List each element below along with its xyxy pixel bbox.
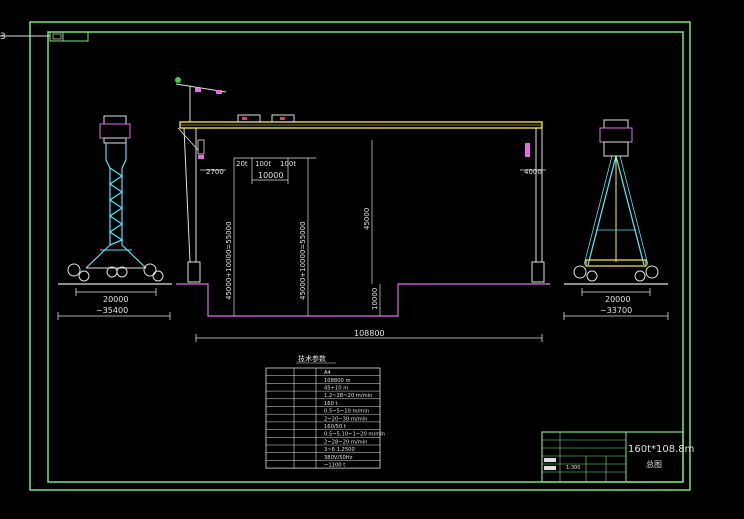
right-leg-offset-label: 4000 [524, 168, 542, 176]
params-table-frame [265, 367, 381, 469]
height-3-label: 45000 [363, 208, 371, 230]
height-2-label: 45000+10000=55000 [299, 221, 307, 300]
right-side-view [563, 119, 669, 320]
inner-border [47, 31, 684, 483]
params-table-value: 2~28~20 m/min [324, 439, 367, 445]
title-block-sub: 总图 [646, 459, 662, 469]
corner-box [49, 31, 89, 42]
title-block [541, 431, 684, 483]
hook-b-label: 100t [255, 160, 271, 168]
pit-depth-label: 10000 [371, 288, 379, 310]
params-table-value: A4 [324, 370, 332, 376]
params-table-value: ~1100 t [324, 463, 345, 469]
right-side-total-label: ~33700 [600, 306, 632, 315]
params-table-title: 技术参数 [298, 354, 326, 363]
params-table-value: 0.5~5.10~1~20 m/min [324, 432, 385, 438]
params-table-value: 380V/50Hz [324, 455, 353, 461]
height-1-label: 45000+10000=55000 [225, 221, 233, 300]
title-block-main: 160t*108.8m [628, 444, 694, 455]
params-table-value: 2~20~30 m/min [324, 416, 367, 422]
params-table-value: 108800 m [324, 378, 351, 384]
hook-a-label: 20t [236, 160, 248, 168]
outer-border [29, 21, 691, 491]
corner-box-fill [52, 33, 62, 40]
left-leg-offset-label: 2700 [206, 168, 224, 176]
params-table-value: 1.2~28~20 m/min [324, 393, 372, 399]
params-table-value: 160 t [324, 401, 338, 407]
left-side-width-label: 20000 [103, 295, 128, 304]
params-table: A4 108800 m 45+10 m1.2~28~20 m/min 160 t 0.5… [265, 367, 385, 469]
main-span-label: 108800 [354, 329, 385, 338]
params-table-value: 0.5~5~10 m/min [324, 409, 369, 415]
corner-label: 3 [0, 32, 6, 42]
front-view [175, 77, 550, 342]
trolley-spacing-label: 10000 [258, 171, 283, 180]
params-table-value: 45+10 m [324, 386, 348, 392]
params-table-value: 3~6 1.2500 [324, 447, 355, 453]
params-table-value: 160/50 t [324, 424, 346, 430]
right-side-width-label: 20000 [605, 295, 630, 304]
left-side-view [57, 115, 172, 320]
hook-c-label: 100t [280, 160, 296, 168]
left-side-total-label: ~35400 [96, 306, 128, 315]
title-block-scale: 1:300 [566, 465, 580, 471]
